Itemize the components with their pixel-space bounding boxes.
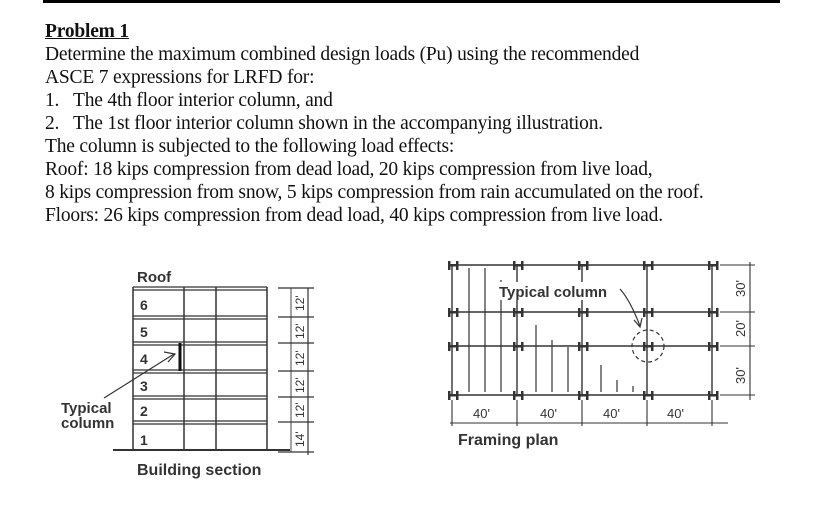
bay-width-2: 40'	[540, 406, 557, 421]
story-height-3: 12'	[293, 377, 307, 393]
intro-line: Determine the maximum combined design lo…	[45, 44, 640, 65]
story-height-4: 12'	[293, 350, 307, 366]
list-item: 2. The 1st floor interior column shown in…	[45, 112, 805, 135]
bay-depth-1: 30'	[733, 280, 748, 297]
list-text: The 4th floor interior column, and	[73, 90, 333, 111]
framing-plan-labels: Typical column 40' 40' 40' 40' Framing p…	[458, 280, 748, 449]
building-section-labels: Roof 6 5 4 3 2 1 Typical column Building…	[61, 269, 261, 479]
typical-column-plan-label: Typical column	[499, 284, 607, 301]
building-section-caption: Building section	[137, 462, 261, 479]
load-line: The column is subjected to the following…	[45, 136, 455, 157]
floor-label-1: 1	[140, 432, 148, 448]
story-height-5: 12'	[293, 323, 307, 339]
list-item: 1. The 4th floor interior column, and	[45, 89, 805, 112]
typical-column-label: Typical	[61, 400, 112, 417]
story-height-dimensions	[278, 287, 314, 455]
building-section-diagram	[103, 286, 290, 451]
load-line: Roof: 18 kips compression from dead load…	[45, 159, 653, 180]
column-markers	[448, 261, 719, 400]
bay-width-3: 40'	[603, 406, 620, 421]
load-line: 8 kips compression from snow, 5 kips com…	[45, 182, 704, 203]
story-height-labels: 12' 12' 12' 12' 12' 14'	[293, 295, 307, 447]
bay-width-1: 40'	[473, 406, 490, 421]
story-height-2: 12'	[293, 402, 307, 418]
bay-depth-2: 20'	[733, 320, 748, 337]
h-column-icon	[448, 261, 719, 400]
floor-label-2: 2	[140, 403, 148, 419]
framing-plan-caption: Framing plan	[458, 432, 558, 449]
floor-label-5: 5	[140, 324, 148, 340]
floor-label-3: 3	[140, 378, 148, 394]
problem-title: Problem 1	[45, 21, 129, 42]
bay-depth-3: 30'	[733, 367, 748, 384]
story-height-6: 12'	[293, 295, 307, 311]
bay-width-4: 40'	[667, 406, 684, 421]
label-background	[498, 282, 608, 300]
intro-line: ASCE 7 expressions for LRFD for:	[45, 67, 315, 88]
typical-column-label: column	[61, 415, 114, 432]
floor-label-6: 6	[140, 297, 148, 313]
roof-label: Roof	[137, 269, 172, 286]
list-number: 2.	[45, 113, 60, 134]
story-height-1: 14'	[293, 431, 307, 447]
list-text: The 1st floor interior column shown in t…	[73, 113, 603, 134]
list-number: 1.	[45, 90, 60, 111]
problem-statement: Problem 1 Determine the maximum combined…	[45, 20, 805, 227]
floor-label-4: 4	[140, 351, 148, 367]
load-line: Floors: 26 kips compression from dead lo…	[45, 205, 663, 226]
top-rule	[43, 0, 780, 3]
